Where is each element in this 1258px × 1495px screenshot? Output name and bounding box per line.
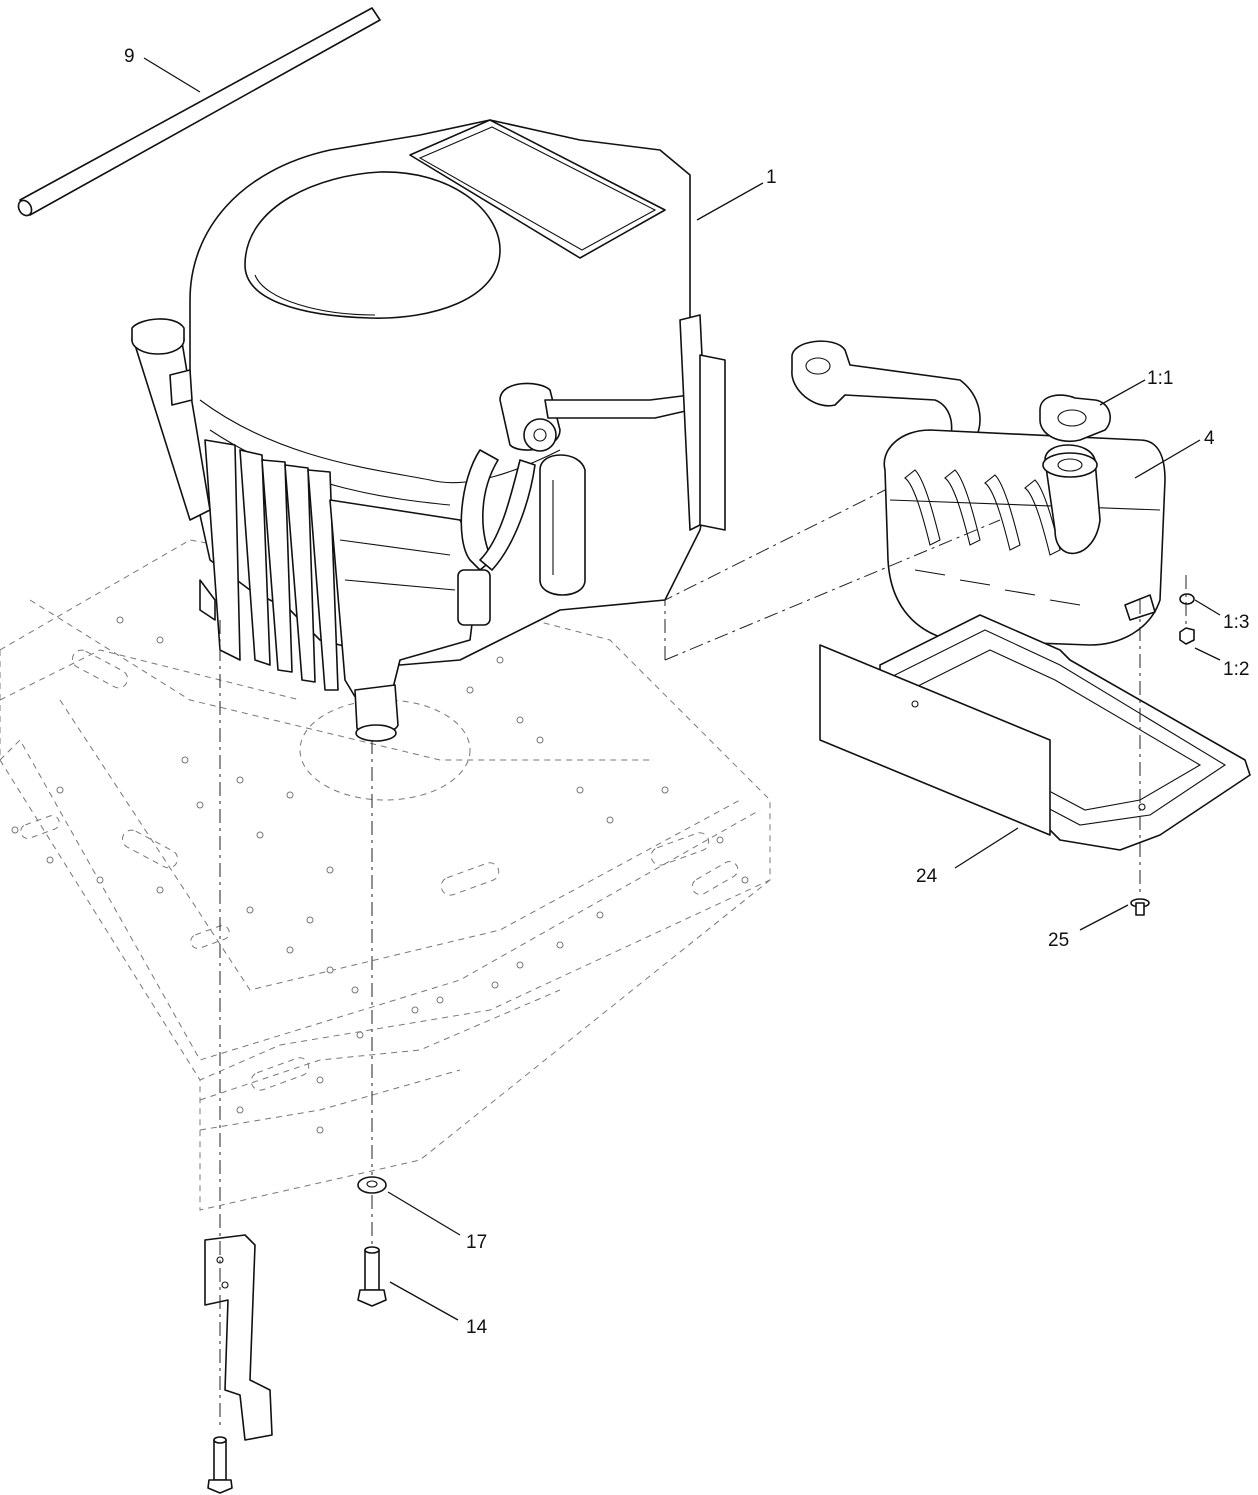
cylinder-fins	[199, 439, 339, 691]
callout-25: 25	[1048, 930, 1069, 951]
oil-filter	[539, 454, 586, 596]
callout-labels: 9 1 1:1 4 1:3 1:2 24 25 17 14	[124, 46, 1249, 1338]
fuel-tube	[17, 7, 381, 217]
chassis-frame-phantom	[0, 539, 771, 1211]
fuel-pump	[457, 382, 691, 626]
callout-14: 14	[466, 1317, 488, 1338]
muffler-assembly	[791, 340, 1166, 646]
callout-1-1: 1:1	[1147, 368, 1173, 389]
washer-17	[357, 1176, 387, 1194]
exhaust-gasket	[1039, 394, 1111, 442]
callout-1-2: 1:2	[1223, 659, 1249, 680]
oil-fill	[131, 318, 211, 521]
washer-1-3	[1179, 593, 1195, 605]
assembly-center-lines	[219, 489, 1187, 1430]
engine-assembly	[131, 119, 726, 742]
callout-9: 9	[124, 46, 135, 67]
callout-1: 1	[766, 167, 777, 188]
leader-lines	[143, 57, 1221, 1321]
bolt-14	[357, 1246, 387, 1307]
callout-17: 17	[466, 1232, 487, 1253]
bolt-bottom	[207, 1436, 233, 1494]
muffler-louvers	[904, 469, 1081, 606]
callout-24: 24	[916, 866, 938, 887]
callout-1-3: 1:3	[1223, 612, 1249, 633]
bolt-25	[1130, 898, 1150, 916]
nut-1-2	[1179, 627, 1195, 645]
callout-4: 4	[1204, 428, 1215, 449]
mounting-bracket	[204, 1234, 273, 1441]
heat-shield	[819, 614, 1251, 851]
